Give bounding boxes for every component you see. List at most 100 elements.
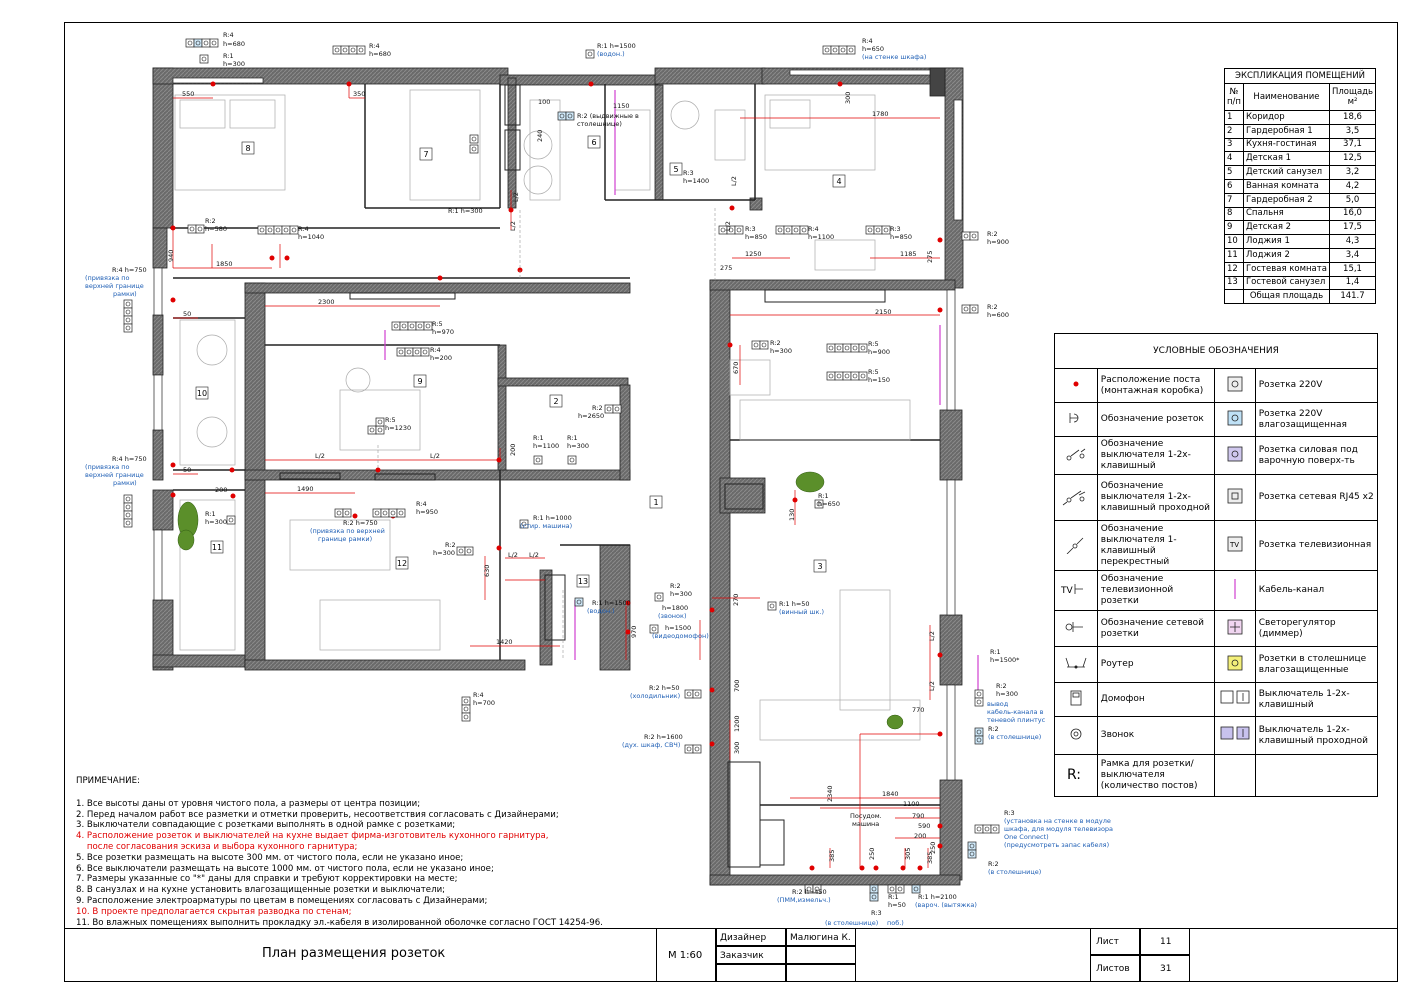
svg-text:L/2: L/2 xyxy=(724,221,732,231)
svg-text:h=850: h=850 xyxy=(890,233,912,241)
svg-text:h=650: h=650 xyxy=(818,500,840,508)
mount-box-icon xyxy=(1054,368,1098,403)
svg-text:1780: 1780 xyxy=(872,110,889,118)
legend-empty-cell xyxy=(1213,754,1256,797)
note-item: 8. В санузлах и на кухне установить влаг… xyxy=(76,885,446,896)
explication-cell-name: Кухня-гостиная xyxy=(1242,137,1330,153)
svg-text:верхней границе: верхней границе xyxy=(85,282,144,290)
svg-text:L/2: L/2 xyxy=(928,681,936,691)
power-socket-icon xyxy=(1213,436,1256,475)
explication-cell-n: 13 xyxy=(1224,275,1244,291)
explication-cell-area: 17,5 xyxy=(1328,220,1377,236)
svg-text:R:3: R:3 xyxy=(745,225,756,233)
note-item: 3. Выключатели совпадающие с розетками в… xyxy=(76,820,456,831)
svg-text:h=850: h=850 xyxy=(745,233,767,241)
network-socket-symbol-icon xyxy=(1054,610,1098,647)
svg-text:R:: R: xyxy=(1067,767,1081,783)
svg-text:300: 300 xyxy=(733,742,741,754)
svg-text:R:3: R:3 xyxy=(1004,809,1015,817)
explication-cell-n: 1 xyxy=(1224,110,1244,125)
svg-text:R:2 h=450: R:2 h=450 xyxy=(792,888,827,896)
svg-text:h=700: h=700 xyxy=(473,699,495,707)
svg-text:R:4: R:4 xyxy=(430,346,441,354)
legend-right-text: Розетка сетевая RJ45 x2 xyxy=(1254,474,1379,521)
tv-socket-icon: TV xyxy=(1213,520,1256,571)
svg-text:h=300: h=300 xyxy=(770,347,792,355)
explication-cell-name: Детский санузел xyxy=(1242,165,1330,180)
svg-text:1850: 1850 xyxy=(216,260,233,268)
svg-text:R:2: R:2 xyxy=(987,303,998,311)
legend-left-text: Обозначение телевизионной розетки xyxy=(1096,570,1215,611)
svg-text:550: 550 xyxy=(182,90,194,98)
legend-left-text: Обозначение розеток xyxy=(1096,402,1215,437)
svg-text:1420: 1420 xyxy=(496,638,513,646)
socket-220v-waterproof-icon xyxy=(1213,402,1256,437)
room-tag-10: 10 xyxy=(195,386,209,400)
svg-text:R:5: R:5 xyxy=(432,320,443,328)
legend-title: УСЛОВНЫЕ ОБОЗНАЧЕНИЯ xyxy=(1054,333,1378,369)
explication-cell-area: 5,0 xyxy=(1328,192,1377,208)
legend-left-text: Обозначение выключателя 1-2х-клавишный xyxy=(1096,436,1215,475)
svg-text:50: 50 xyxy=(183,310,191,318)
legend-table: УСЛОВНЫЕ ОБОЗНАЧЕНИЯ Расположение поста … xyxy=(1054,333,1379,797)
windows xyxy=(153,69,963,781)
note-item: 4. Расположение розеток и выключателей н… xyxy=(76,831,549,842)
svg-text:1840: 1840 xyxy=(882,790,899,798)
legend-right-text: Розетка телевизионная xyxy=(1254,520,1379,571)
svg-text:630: 630 xyxy=(483,565,491,577)
svg-text:(холодильник): (холодильник) xyxy=(630,692,680,700)
svg-text:350: 350 xyxy=(353,90,365,98)
note-item: после согласования эскиза и выбора кухон… xyxy=(76,841,358,852)
svg-text:R:4: R:4 xyxy=(808,225,819,233)
svg-text:(установка на стенке в модуле: (установка на стенке в модуле xyxy=(1004,817,1111,825)
doorbell-icon xyxy=(1054,716,1098,755)
svg-text:130: 130 xyxy=(788,509,796,521)
room-tag-3: 3 xyxy=(813,559,827,573)
legend-left-text: Рамка для розетки/выключателя (количеств… xyxy=(1096,754,1215,797)
svg-text:11: 11 xyxy=(212,543,222,552)
explication-cell-n: 8 xyxy=(1224,206,1244,222)
legend-right-text: Выключатель 1-2х-клавишный проходной xyxy=(1254,716,1379,755)
explication-cell-area: 3,4 xyxy=(1328,247,1377,263)
note-item: 11. Во влажных помещениях выполнить прок… xyxy=(76,917,603,928)
pass-switch-2key-icon xyxy=(1213,716,1256,755)
explication-cell-n: 9 xyxy=(1224,220,1244,236)
svg-text:100: 100 xyxy=(538,98,550,106)
svg-text:13: 13 xyxy=(578,577,588,586)
svg-text:h=1400: h=1400 xyxy=(683,177,709,185)
legend-row: Расположение поста (монтажная коробка)Ро… xyxy=(1054,368,1379,403)
room-tag-11: 11 xyxy=(210,540,224,554)
explication-cell-name: Гостевой санузел xyxy=(1242,275,1330,291)
svg-text:R:1: R:1 xyxy=(205,510,216,518)
svg-text:12: 12 xyxy=(397,559,407,568)
note-item: 2. Перед началом работ все разметки и от… xyxy=(76,809,559,820)
legend-right-text: Светорегулятор (диммер) xyxy=(1254,610,1379,647)
explication-cell-n: 7 xyxy=(1224,192,1244,208)
explication-cell-n: 4 xyxy=(1224,151,1244,167)
svg-text:TV: TV xyxy=(1229,541,1239,549)
svg-text:(стир. машина): (стир. машина) xyxy=(520,522,572,530)
svg-text:TV: TV xyxy=(1060,586,1073,596)
room-tag-1: 1 xyxy=(649,495,663,509)
svg-text:(водон.): (водон.) xyxy=(587,607,615,615)
cross-switch-symbol-icon xyxy=(1054,520,1098,571)
svg-text:270: 270 xyxy=(732,594,740,606)
explication-cell-area: 3,2 xyxy=(1328,165,1377,180)
explication-cell-area: 37,1 xyxy=(1328,137,1377,153)
legend-left-text: Роутер xyxy=(1096,646,1215,683)
socket-220v-icon xyxy=(1213,368,1256,403)
explication-cell-n: 10 xyxy=(1224,234,1244,249)
legend-rows: Расположение поста (монтажная коробка)Ро… xyxy=(1054,368,1379,797)
explication-cell-name: Гостевая комната xyxy=(1242,261,1330,277)
svg-text:R:1 h=1500: R:1 h=1500 xyxy=(597,42,636,50)
svg-text:590: 590 xyxy=(918,822,930,830)
